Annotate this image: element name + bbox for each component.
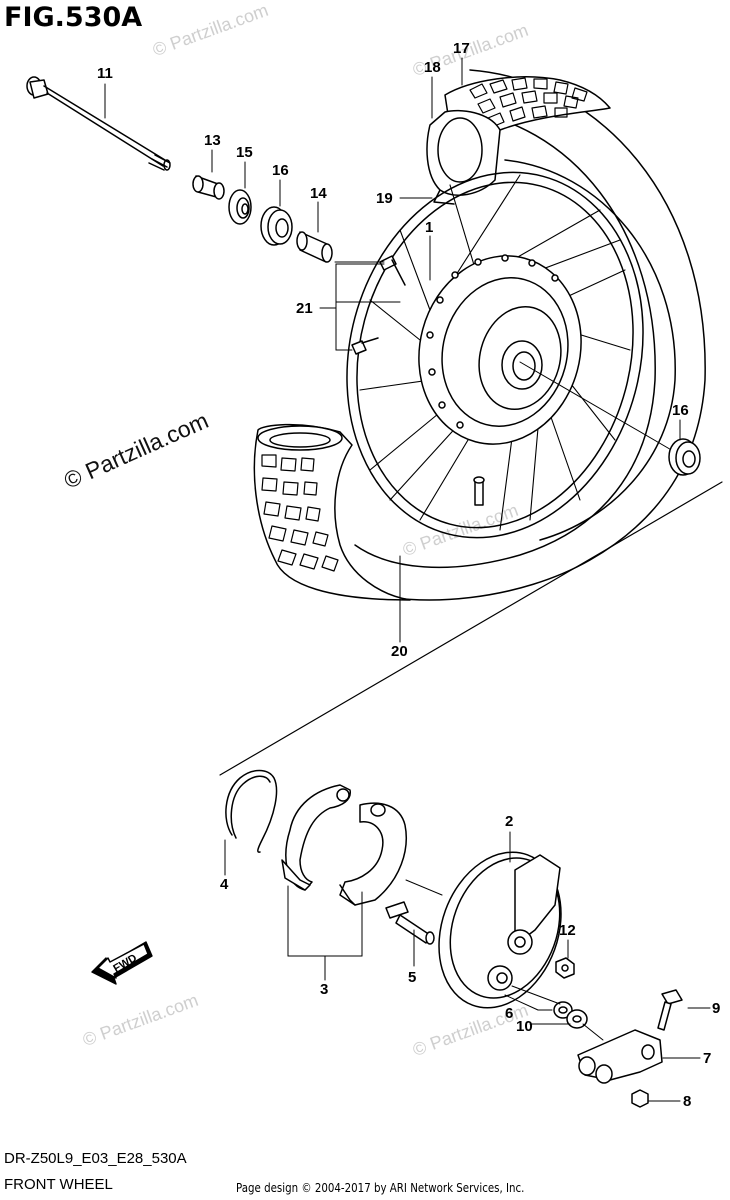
oil-seal-drawing: [228, 189, 252, 225]
screw-21-drawing: [351, 255, 406, 355]
bolt-9-drawing: [657, 989, 683, 1031]
bearing-right-drawing: [668, 438, 701, 476]
part-number: 16: [672, 402, 689, 419]
washer-10-drawing: [566, 1009, 588, 1029]
part-number: 4: [220, 876, 229, 893]
nut-8-drawing: [631, 1089, 649, 1108]
wheel-drawing: [346, 171, 681, 539]
part-labels: 11 13 15 16 14 17 18 19 1 21 16 20 2 4 3…: [97, 40, 720, 1110]
part-number: 7: [703, 1050, 711, 1067]
part-number: 5: [408, 969, 416, 986]
leader-lines: [104, 57, 711, 1102]
part-number: 18: [424, 59, 441, 76]
brake-panel-drawing: [438, 851, 562, 1009]
fwd-arrow-icon: [91, 941, 153, 985]
bearing-drawing: [260, 206, 293, 246]
part-number: 6: [505, 1005, 513, 1022]
washer-6-drawing: [553, 1001, 573, 1019]
tire-drawing: [253, 69, 706, 601]
stopper-7-drawing: [577, 1029, 663, 1084]
part-number: 17: [453, 40, 470, 57]
spacer-14-drawing: [296, 231, 333, 263]
part-number: 2: [505, 813, 513, 830]
page-credit: Page design © 2004-2017 by ARI Network S…: [236, 1180, 525, 1195]
brake-cam-drawing: [385, 901, 435, 945]
figure-title: FIG.530A: [4, 2, 143, 33]
brake-shoes-drawing: [281, 784, 407, 906]
nut-12-drawing: [555, 957, 575, 979]
part-number: 10: [516, 1018, 533, 1035]
spacer-13-drawing: [192, 175, 225, 200]
part-number: 12: [559, 922, 576, 939]
part-number: 3: [320, 981, 328, 998]
axle-drawing: [26, 76, 171, 171]
part-number: 19: [376, 190, 393, 207]
part-number: 11: [97, 65, 113, 82]
part-number: 21: [296, 300, 313, 317]
diagram-code: DR-Z50L9_E03_E28_530A: [4, 1150, 187, 1167]
part-number: 1: [425, 219, 433, 236]
part-number: 16: [272, 162, 289, 179]
part-number: 14: [310, 185, 327, 202]
assembly-lines: [334, 261, 604, 1041]
part-number: 15: [236, 144, 253, 161]
part-number: 20: [391, 643, 408, 660]
diagram-name: FRONT WHEEL: [4, 1176, 113, 1193]
part-number: 9: [712, 1000, 720, 1017]
spring-drawing: [225, 769, 278, 853]
part-number: 13: [204, 132, 221, 149]
part-number: 8: [683, 1093, 691, 1110]
